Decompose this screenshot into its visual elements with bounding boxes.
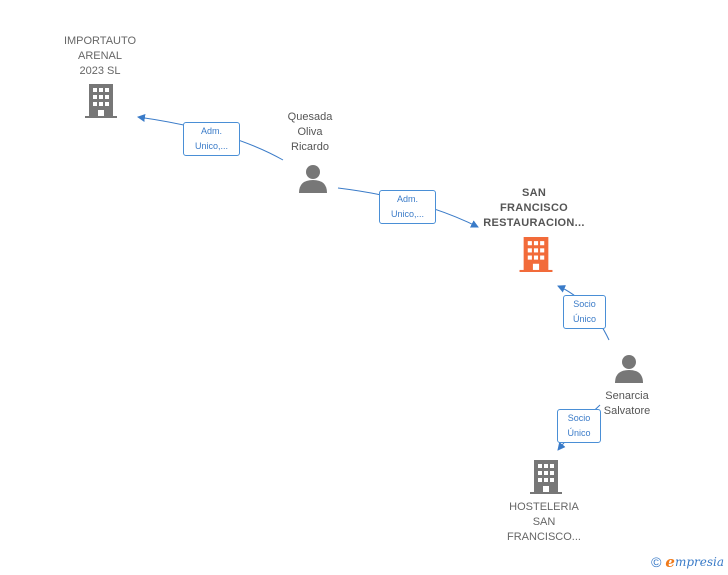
edge-label-socio-unico[interactable]: Socio Único bbox=[563, 295, 606, 329]
node-label-importauto[interactable]: IMPORTAUTO ARENAL 2023 SL bbox=[63, 35, 137, 77]
building-icon[interactable] bbox=[530, 460, 562, 494]
edge-label-socio-unico[interactable]: Socio Único bbox=[557, 409, 601, 443]
node-label-senarcia[interactable]: Senarcia Salvatore bbox=[603, 390, 651, 417]
person-icon[interactable] bbox=[614, 353, 644, 383]
person-icon[interactable] bbox=[298, 163, 328, 193]
building-icon[interactable] bbox=[519, 237, 553, 272]
copyright-icon: © bbox=[651, 554, 662, 570]
brand-footer: © e mpresia bbox=[651, 553, 724, 571]
node-label-hosteleria[interactable]: HOSTELERIA SAN FRANCISCO... bbox=[507, 501, 581, 543]
brand-logo-letter: e bbox=[665, 553, 675, 571]
edge-label-adm-unico[interactable]: Adm. Unico,... bbox=[183, 122, 240, 156]
edge-label-adm-unico[interactable]: Adm. Unico,... bbox=[379, 190, 436, 224]
node-label-san-francisco-restauracion[interactable]: SAN FRANCISCO RESTAURACION... bbox=[483, 187, 585, 229]
building-icon[interactable] bbox=[85, 84, 117, 118]
node-label-quesada[interactable]: Quesada Oliva Ricardo bbox=[287, 111, 333, 153]
brand-logo-text: mpresia bbox=[674, 555, 724, 569]
